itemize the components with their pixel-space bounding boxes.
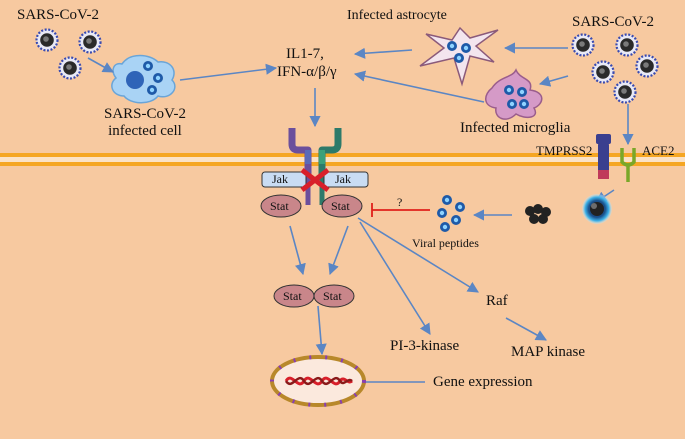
jak-left-shape xyxy=(261,171,307,188)
jak-left-label: Jak xyxy=(272,172,288,186)
viral-genome-cluster xyxy=(525,204,551,224)
virion-cluster-right xyxy=(571,33,659,104)
pi3-kinase-label: PI-3-kinase xyxy=(390,338,460,354)
virion-cluster-left xyxy=(35,28,102,80)
raf-label: Raf xyxy=(486,293,508,309)
sars-cov-2-label-right: SARS-CoV-2 xyxy=(572,14,654,30)
ace2-label: ACE2 xyxy=(642,143,675,158)
virion-entering xyxy=(582,194,612,224)
stat-dimer-shape xyxy=(273,284,355,308)
viral-peptides-shapes xyxy=(437,195,465,232)
stat-dimer-right-label: Stat xyxy=(323,289,342,303)
infected-astrocyte xyxy=(419,26,499,87)
sars-cov-2-label-left: SARS-CoV-2 xyxy=(17,7,99,23)
phosphorylation-mark xyxy=(300,168,330,192)
stat-right-shape xyxy=(321,194,363,218)
stat-right-label: Stat xyxy=(331,199,350,213)
nucleus xyxy=(270,355,366,407)
infected-cell xyxy=(111,54,176,104)
tmprss2-label: TMPRSS2 xyxy=(536,143,593,158)
viral-peptides-label: Viral peptides xyxy=(412,236,479,250)
cell-membrane xyxy=(0,153,685,166)
stat-left-label: Stat xyxy=(270,199,289,213)
map-kinase-label: MAP kinase xyxy=(511,344,586,360)
question-mark: ? xyxy=(397,195,403,209)
ace2-receptor xyxy=(620,148,636,182)
inhibition-line xyxy=(371,203,430,217)
infected-cell-label-line1: SARS-CoV-2 xyxy=(104,106,186,122)
infected-cell-label-line2: infected cell xyxy=(108,123,182,139)
signal-arrows xyxy=(87,42,634,383)
jak-right-label: Jak xyxy=(335,172,351,186)
infected-microglia xyxy=(485,68,543,120)
infected-microglia-label: Infected microglia xyxy=(460,120,571,136)
cytokines-label-line2: IFN-α/β/γ xyxy=(277,64,337,80)
jak-right-shape xyxy=(323,171,369,188)
cytokine-receptor xyxy=(288,128,342,205)
gene-expression-label: Gene expression xyxy=(433,374,533,390)
infected-cell-label: SARS-CoV-2 infected cell xyxy=(85,106,205,140)
stat-dimer-left-label: Stat xyxy=(283,289,302,303)
cytokines-label-line1: IL1-7, xyxy=(286,46,324,62)
tmprss2-receptor xyxy=(596,134,611,179)
infected-astrocyte-label: Infected astrocyte xyxy=(347,8,447,23)
stat-left-shape xyxy=(260,194,302,218)
